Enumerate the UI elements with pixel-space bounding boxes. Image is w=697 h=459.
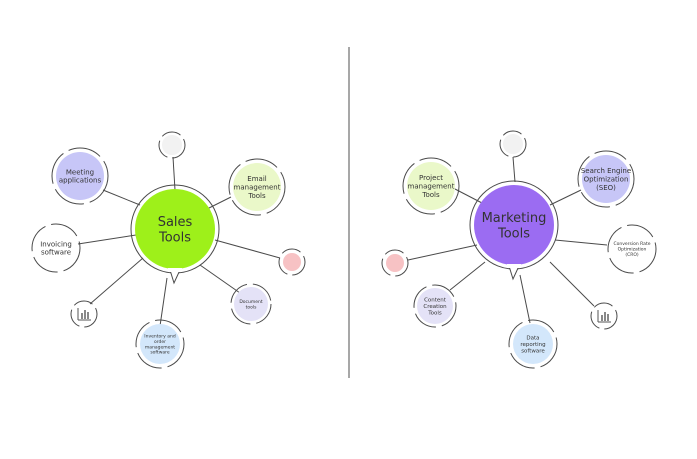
sales-connectors	[77, 156, 281, 327]
marketing-node-chart[interactable]	[590, 302, 618, 330]
sales-node-pink[interactable]	[278, 248, 306, 276]
bar-chart-icon	[77, 308, 91, 321]
sales-node-empty-top[interactable]	[158, 131, 186, 159]
sales-node-chart[interactable]	[70, 300, 98, 328]
marketing-node-empty-top[interactable]	[499, 130, 527, 158]
bar-chart-icon	[597, 310, 611, 323]
marketing-node-pink[interactable]	[381, 249, 409, 277]
